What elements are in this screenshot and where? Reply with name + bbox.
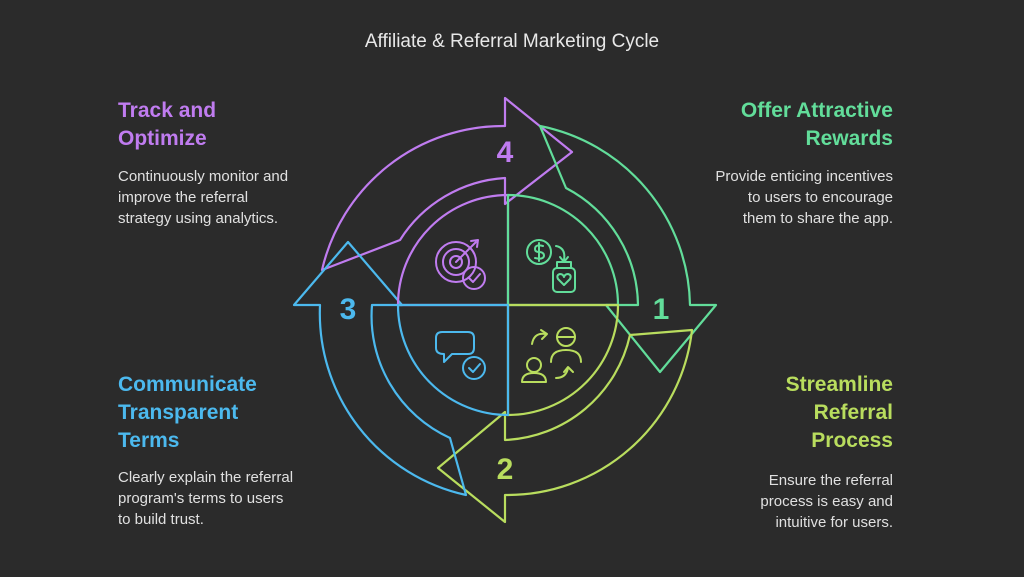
inner-quadrant-4 <box>396 193 510 307</box>
chat-check-icon <box>435 331 486 380</box>
step-2-description: Ensure the referral process is easy and … <box>760 472 893 531</box>
step-4-description: Continuously monitor and improve the ref… <box>118 168 289 227</box>
step-3-number: 3 <box>340 293 357 326</box>
step-3-heading: Communicate Transparent Terms <box>118 373 257 452</box>
step-1-heading: Offer Attractive Rewards <box>740 99 893 150</box>
step-4-number: 4 <box>497 136 514 169</box>
step-1-number: 1 <box>653 293 670 326</box>
inner-quadrant-2 <box>506 303 620 417</box>
user-referral-icon <box>521 327 582 383</box>
step-1-description: Provide enticing incentives to users to … <box>715 168 893 227</box>
step-4-heading: Track and Optimize <box>118 99 217 150</box>
inner-quadrant-1 <box>506 193 620 307</box>
page-title: Affiliate & Referral Marketing Cycle <box>364 31 660 52</box>
target-check-icon <box>435 239 486 290</box>
cycle-arrow-2 <box>436 328 694 524</box>
step-2-number: 2 <box>497 453 514 486</box>
cycle-arrow-4 <box>320 96 574 272</box>
step-2-heading: Streamline Referral Process <box>785 373 893 452</box>
inner-quadrant-3 <box>396 303 510 417</box>
cycle-arrow-3 <box>292 240 468 497</box>
step-3-description: Clearly explain the referral program's t… <box>118 469 294 528</box>
cycle-arrow-1 <box>538 124 718 374</box>
dollar-to-gift-icon <box>526 239 576 293</box>
